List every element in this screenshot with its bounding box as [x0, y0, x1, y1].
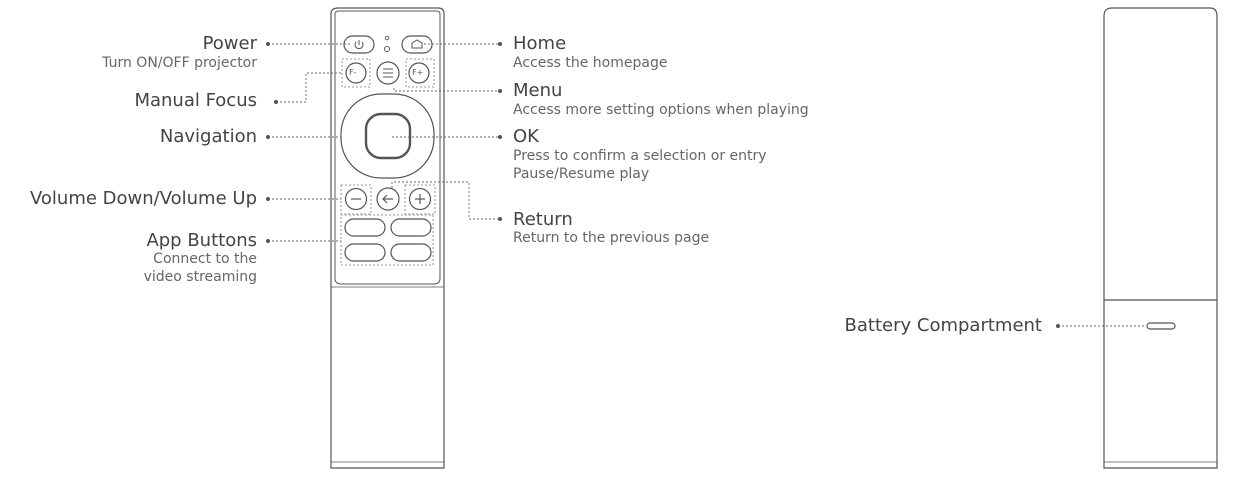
battery-cover-latch[interactable]: [1146, 322, 1176, 330]
app-buttons-description-line-1: Connect to the: [153, 251, 257, 267]
volume-up-highlight: [404, 184, 436, 215]
power-icon: [354, 40, 364, 50]
app-button-3[interactable]: [344, 243, 386, 262]
leader-dots: [266, 42, 1060, 328]
remote-face-panel: [334, 10, 441, 285]
volume-up-button[interactable]: [408, 187, 432, 211]
home-description: Access the homepage: [513, 55, 668, 71]
volume-up-icon: [415, 194, 425, 204]
menu-description: Access more setting options when playing: [513, 102, 809, 118]
app-buttons-description-line-2: video streaming: [143, 269, 257, 285]
return-icon: [382, 194, 393, 204]
battery-compartment-title: Battery Compartment: [844, 315, 1042, 336]
app-buttons-title: App Buttons: [146, 230, 257, 251]
app-buttons-highlight: [340, 214, 434, 266]
menu-leader: [393, 88, 500, 92]
indicator-light-icon: [384, 35, 390, 41]
remote-body: [330, 7, 445, 469]
manual-focus-leader: [276, 72, 342, 103]
return-description: Return to the previous page: [513, 230, 710, 246]
app-button-1[interactable]: [344, 218, 386, 237]
ok-button[interactable]: [364, 112, 412, 160]
microphone-icon: [383, 45, 391, 53]
ok-description-line-1: Press to confirm a selection or entry: [513, 148, 767, 164]
return-leader: [391, 181, 500, 220]
power-button[interactable]: [343, 35, 375, 54]
remote-back-body: [1103, 7, 1218, 469]
focus-plus-highlight: [405, 58, 435, 88]
navigation-ring[interactable]: [340, 93, 435, 179]
menu-button[interactable]: [376, 61, 400, 85]
volume-down-button[interactable]: [344, 187, 368, 211]
return-button[interactable]: [376, 187, 400, 211]
ok-description-line-2: Pause/Resume play: [513, 166, 650, 182]
home-icon: [411, 39, 423, 49]
power-title: Power: [202, 33, 257, 54]
manual-focus-title: Manual Focus: [134, 90, 257, 111]
menu-title: Menu: [513, 80, 563, 101]
home-button[interactable]: [401, 35, 433, 54]
volume-title: Volume Down/Volume Up: [29, 188, 257, 209]
focus-plus-label: F+: [412, 68, 424, 77]
app-button-4[interactable]: [390, 243, 432, 262]
power-description: Turn ON/OFF projector: [102, 55, 257, 71]
volume-down-highlight: [340, 184, 372, 215]
focus-minus-label: F-: [349, 68, 357, 77]
remote-back: [1103, 7, 1218, 469]
focus-minus-highlight: [341, 58, 371, 88]
menu-icon: [383, 68, 393, 78]
remote-front: [330, 7, 445, 469]
navigation-title: Navigation: [159, 126, 257, 147]
app-button-2[interactable]: [390, 218, 432, 237]
return-title: Return: [513, 209, 573, 230]
leader-lines: [268, 43, 1146, 327]
focus-minus-button[interactable]: [345, 62, 367, 84]
ok-title: OK: [513, 126, 539, 147]
focus-plus-button[interactable]: [408, 62, 430, 84]
home-title: Home: [513, 33, 567, 54]
highlight-boxes: [340, 58, 436, 266]
